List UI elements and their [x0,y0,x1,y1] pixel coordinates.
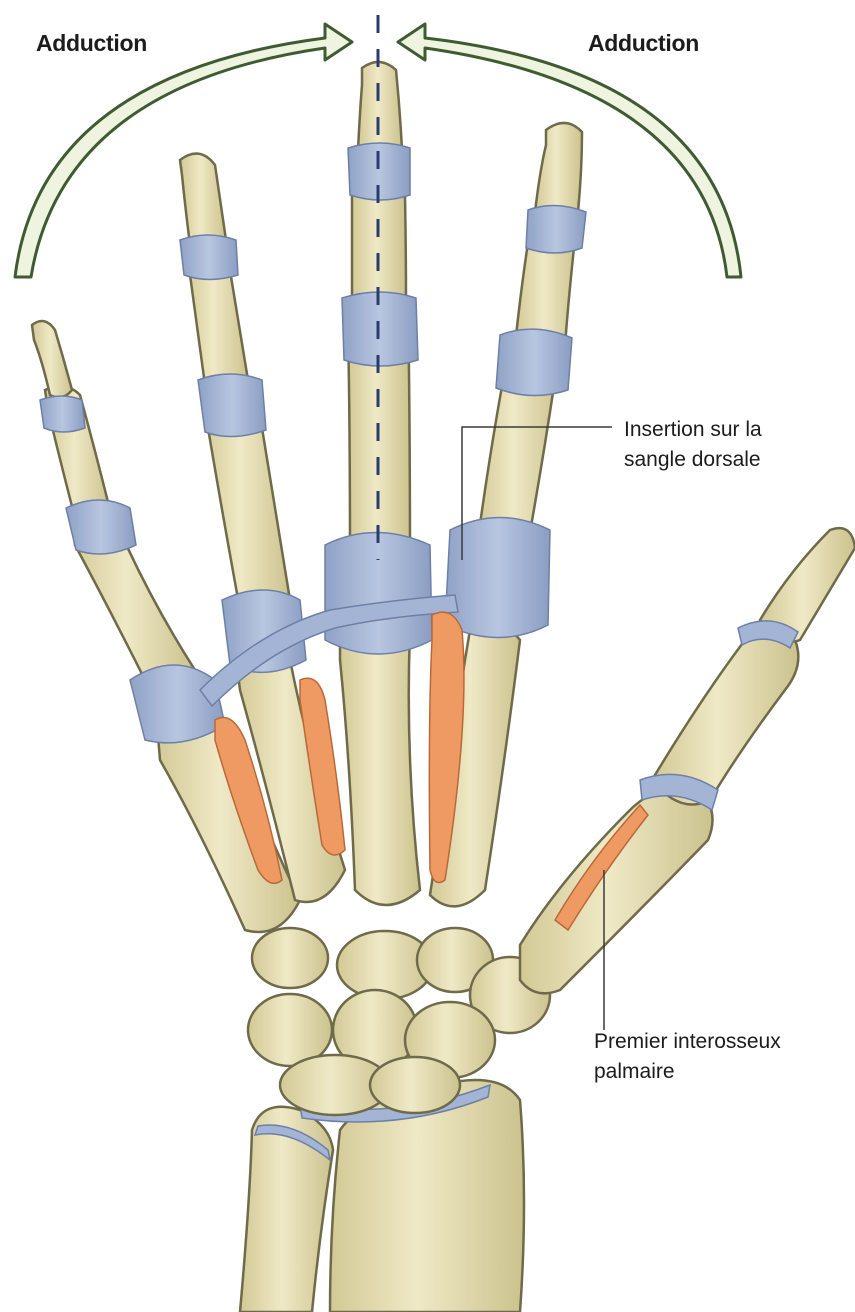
insertion-label: Insertion sur la sangle dorsale [624,415,762,475]
forearm-bones [240,1080,524,1312]
premier-label-line2: palmaire [594,1057,781,1087]
premier-interosseux-label: Premier interosseux palmaire [594,1027,781,1087]
adduction-label-left: Adduction [36,30,147,57]
insertion-label-line2: sangle dorsale [624,445,762,475]
insertion-label-line1: Insertion sur la [624,415,762,445]
adduction-label-right: Adduction [588,30,699,57]
premier-label-line1: Premier interosseux [594,1027,781,1057]
thumb-bones [520,528,855,993]
